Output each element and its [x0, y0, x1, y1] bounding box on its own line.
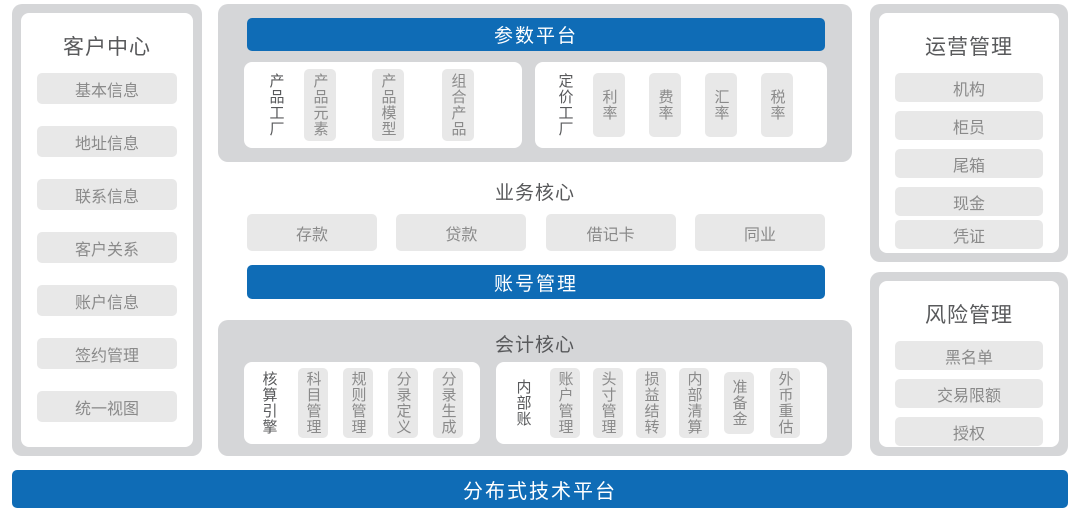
sidebar-item-account-info[interactable]: 账户信息 [37, 285, 177, 316]
product-element-pill[interactable]: 产品元素 [304, 69, 336, 141]
accounting-core-shell: 会计核心 核算引擎 科目管理 规则管理 分录定义 分录生成 内部账 [218, 320, 852, 456]
product-factory-label: 产品工厂 [267, 73, 285, 137]
business-item-debit-card[interactable]: 借记卡 [545, 214, 676, 251]
risk-management-shell: 风险管理 黑名单 交易限额 授权 [870, 272, 1068, 456]
operation-item-voucher[interactable]: 凭证 [895, 220, 1043, 249]
risk-item-transaction-limit[interactable]: 交易限额 [895, 379, 1043, 408]
accounting-engine-label: 核算引擎 [260, 371, 278, 435]
business-item-deposit[interactable]: 存款 [247, 214, 377, 251]
sidebar-item-label: 账户信息 [74, 294, 139, 312]
position-management-pill[interactable]: 头寸管理 [593, 368, 623, 438]
sidebar-item-label: 客户关系 [74, 241, 139, 259]
left-panel-shell: 客户中心 基本信息 地址信息 联系信息 客户关系 账户信息 签约管理 统一视图 [12, 4, 202, 456]
sidebar-item-label: 地址信息 [74, 135, 139, 153]
business-core-title: 业务核心 [494, 183, 575, 204]
footer-platform-banner: 分布式技术平台 [12, 470, 1068, 508]
tax-rate-pill[interactable]: 税率 [761, 73, 793, 137]
operation-item-institution[interactable]: 机构 [895, 73, 1043, 102]
customer-center-title: 客户中心 [63, 36, 151, 59]
sidebar-item-contact-info[interactable]: 联系信息 [37, 179, 177, 210]
account-management-label: 账号管理 [493, 273, 578, 295]
operation-item-teller[interactable]: 柜员 [895, 111, 1043, 140]
internal-settlement-pill[interactable]: 内部清算 [679, 368, 709, 438]
product-model-pill[interactable]: 产品模型 [372, 69, 404, 141]
account-management-banner: 账号管理 [247, 265, 825, 299]
risk-item-blacklist[interactable]: 黑名单 [895, 341, 1043, 370]
risk-management-title: 风险管理 [925, 304, 1013, 327]
entry-definition-pill[interactable]: 分录定义 [388, 368, 418, 438]
internal-account-label: 内部账 [514, 379, 532, 427]
operation-item-cashbox[interactable]: 尾箱 [895, 149, 1043, 178]
operation-management-card: 运营管理 机构 柜员 尾箱 现金 凭证 [879, 13, 1059, 253]
sidebar-item-basic-info[interactable]: 基本信息 [37, 73, 177, 104]
foreign-currency-revaluation-pill[interactable]: 外币重估 [770, 368, 800, 438]
business-item-interbank[interactable]: 同业 [694, 214, 825, 251]
footer-platform-label: 分布式技术平台 [463, 480, 617, 503]
business-core-row: 存款 贷款 借记卡 同业 [247, 214, 825, 251]
sidebar-item-label: 签约管理 [74, 347, 139, 365]
operation-management-shell: 运营管理 机构 柜员 尾箱 现金 凭证 [870, 4, 1068, 262]
sidebar-item-customer-relation[interactable]: 客户关系 [37, 232, 177, 263]
product-factory-card: 产品工厂 产品元素 产品模型 组合产品 [244, 62, 522, 148]
sidebar-item-label: 统一视图 [74, 400, 139, 418]
entry-generation-pill[interactable]: 分录生成 [433, 368, 463, 438]
account-management-pill[interactable]: 账户管理 [550, 368, 580, 438]
parameter-platform-banner: 参数平台 [247, 18, 825, 51]
internal-account-card: 内部账 账户管理 头寸管理 损益结转 内部清算 准备金 外币重估 [496, 362, 827, 444]
sidebar-item-label: 基本信息 [74, 82, 139, 100]
operation-management-title: 运营管理 [925, 36, 1013, 59]
fee-rate-pill[interactable]: 费率 [649, 73, 681, 137]
parameter-platform-banner-label: 参数平台 [493, 26, 578, 47]
risk-management-card: 风险管理 黑名单 交易限额 授权 [879, 281, 1059, 447]
customer-center-card: 客户中心 基本信息 地址信息 联系信息 客户关系 账户信息 签约管理 统一视图 [21, 13, 193, 447]
subject-management-pill[interactable]: 科目管理 [298, 368, 328, 438]
exchange-rate-pill[interactable]: 汇率 [705, 73, 737, 137]
sidebar-item-unified-view[interactable]: 统一视图 [37, 391, 177, 422]
risk-item-authorization[interactable]: 授权 [895, 417, 1043, 446]
pricing-factory-label: 定价工厂 [556, 73, 574, 137]
interest-rate-pill[interactable]: 利率 [593, 73, 625, 137]
sidebar-item-address-info[interactable]: 地址信息 [37, 126, 177, 157]
combined-product-pill[interactable]: 组合产品 [442, 69, 474, 141]
operation-item-cash[interactable]: 现金 [895, 187, 1043, 216]
rule-management-pill[interactable]: 规则管理 [343, 368, 373, 438]
business-item-loan[interactable]: 贷款 [396, 214, 527, 251]
pricing-factory-card: 定价工厂 利率 费率 汇率 税率 [535, 62, 827, 148]
sidebar-item-contract-mgmt[interactable]: 签约管理 [37, 338, 177, 369]
accounting-engine-card: 核算引擎 科目管理 规则管理 分录定义 分录生成 [244, 362, 480, 444]
reserve-fund-pill[interactable]: 准备金 [724, 372, 754, 434]
accounting-core-title: 会计核心 [494, 335, 575, 356]
sidebar-item-label: 联系信息 [74, 188, 139, 206]
profit-loss-carryover-pill[interactable]: 损益结转 [636, 368, 666, 438]
parameter-platform-shell: 参数平台 产品工厂 产品元素 产品模型 组合产品 定价工厂 利率 [218, 4, 852, 162]
